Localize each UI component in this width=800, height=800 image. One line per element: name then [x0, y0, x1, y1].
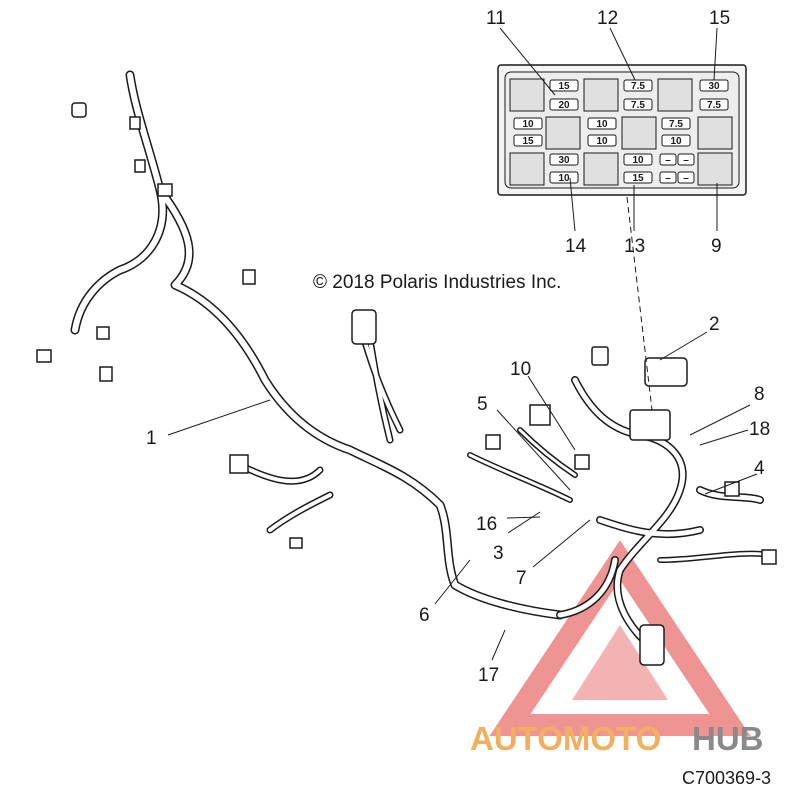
watermark-triangle	[489, 540, 751, 736]
copyright-notice: © 2018 Polaris Industries Inc.	[313, 272, 561, 293]
callout-17: 17	[478, 665, 499, 686]
callout-4: 4	[754, 458, 765, 479]
callout-16: 16	[476, 514, 497, 535]
fuse-label: 7.5	[631, 81, 645, 92]
callout-2: 2	[709, 314, 720, 335]
callout-5: 5	[477, 394, 488, 415]
part-code: C700369-3	[682, 768, 771, 788]
fuse-slot: 10	[513, 117, 543, 130]
callout-7: 7	[516, 568, 527, 589]
fuse-label: 10	[596, 136, 608, 147]
fuse-slot: 20	[549, 98, 579, 111]
fuse-label: 10	[522, 119, 534, 130]
leader-lines	[167, 27, 758, 661]
fuse-label: 30	[708, 81, 720, 92]
harness-connectors	[36, 102, 777, 666]
fuse-slot: 10	[661, 134, 691, 147]
fuse-label: 15	[522, 136, 534, 147]
callout-8: 8	[754, 384, 765, 405]
fuse-label: –	[665, 155, 671, 166]
callout-14: 14	[565, 236, 587, 257]
fuse-slot: 7.5	[661, 117, 691, 130]
callouts: 1 2 3 4 5 6 7 8 9 10 11 12 13 14 15 16 1…	[146, 8, 770, 686]
fuse-slot: 10	[549, 171, 579, 184]
harness-main	[70, 70, 773, 654]
fuse-slot: 10	[587, 134, 617, 147]
callout-12: 12	[597, 8, 618, 29]
inset-leader	[626, 196, 653, 411]
callout-1: 1	[146, 428, 157, 449]
fuse-slot: 10	[623, 153, 653, 166]
fuse-slot: 15	[513, 134, 543, 147]
fuse-slot: 10	[587, 117, 617, 130]
fuse-slot: 7.5	[623, 79, 653, 92]
fuse-label: 20	[558, 100, 570, 111]
fuse-slot: 15	[623, 171, 653, 184]
fuse-slot: 15	[549, 79, 579, 92]
watermark-text-a: AUTOMOTO	[470, 720, 661, 757]
fuse-slot: –	[659, 171, 677, 184]
fuse-label: 10	[670, 136, 682, 147]
watermark-text-b: HUB	[692, 720, 764, 757]
fuse-label: 7.5	[669, 119, 683, 130]
fuse-label: –	[683, 155, 689, 166]
watermark-logo: AUTOMOTO HUB	[470, 720, 764, 757]
fuse-label: 15	[558, 81, 570, 92]
fuse-label: 7.5	[707, 100, 721, 111]
callout-18: 18	[749, 419, 770, 440]
fuse-label: –	[665, 173, 671, 184]
callout-9: 9	[711, 236, 722, 257]
fuse-slot: 30	[549, 153, 579, 166]
callout-3: 3	[493, 543, 504, 564]
fuse-label: 10	[632, 155, 644, 166]
fuse-label: 10	[596, 119, 608, 130]
callout-6: 6	[419, 605, 430, 626]
fuse-box-inset: 15 20 7.5 7.5 30 7.5 10 15	[497, 64, 747, 196]
fuse-slot: –	[677, 153, 695, 166]
fuse-slot: –	[659, 153, 677, 166]
fuse-slot: –	[677, 171, 695, 184]
callout-11: 11	[486, 8, 506, 29]
fuse-label: 30	[558, 155, 570, 166]
fuse-slot: 7.5	[699, 98, 729, 111]
fuse-slot: 7.5	[623, 98, 653, 111]
callout-13: 13	[624, 236, 645, 257]
fuse-label: 15	[632, 173, 644, 184]
fuse-label: –	[683, 173, 689, 184]
fuse-label: 7.5	[631, 100, 645, 111]
callout-15: 15	[709, 8, 730, 29]
callout-10: 10	[510, 359, 531, 380]
fuse-label: 10	[558, 173, 570, 184]
fuse-slot: 30	[699, 79, 729, 92]
